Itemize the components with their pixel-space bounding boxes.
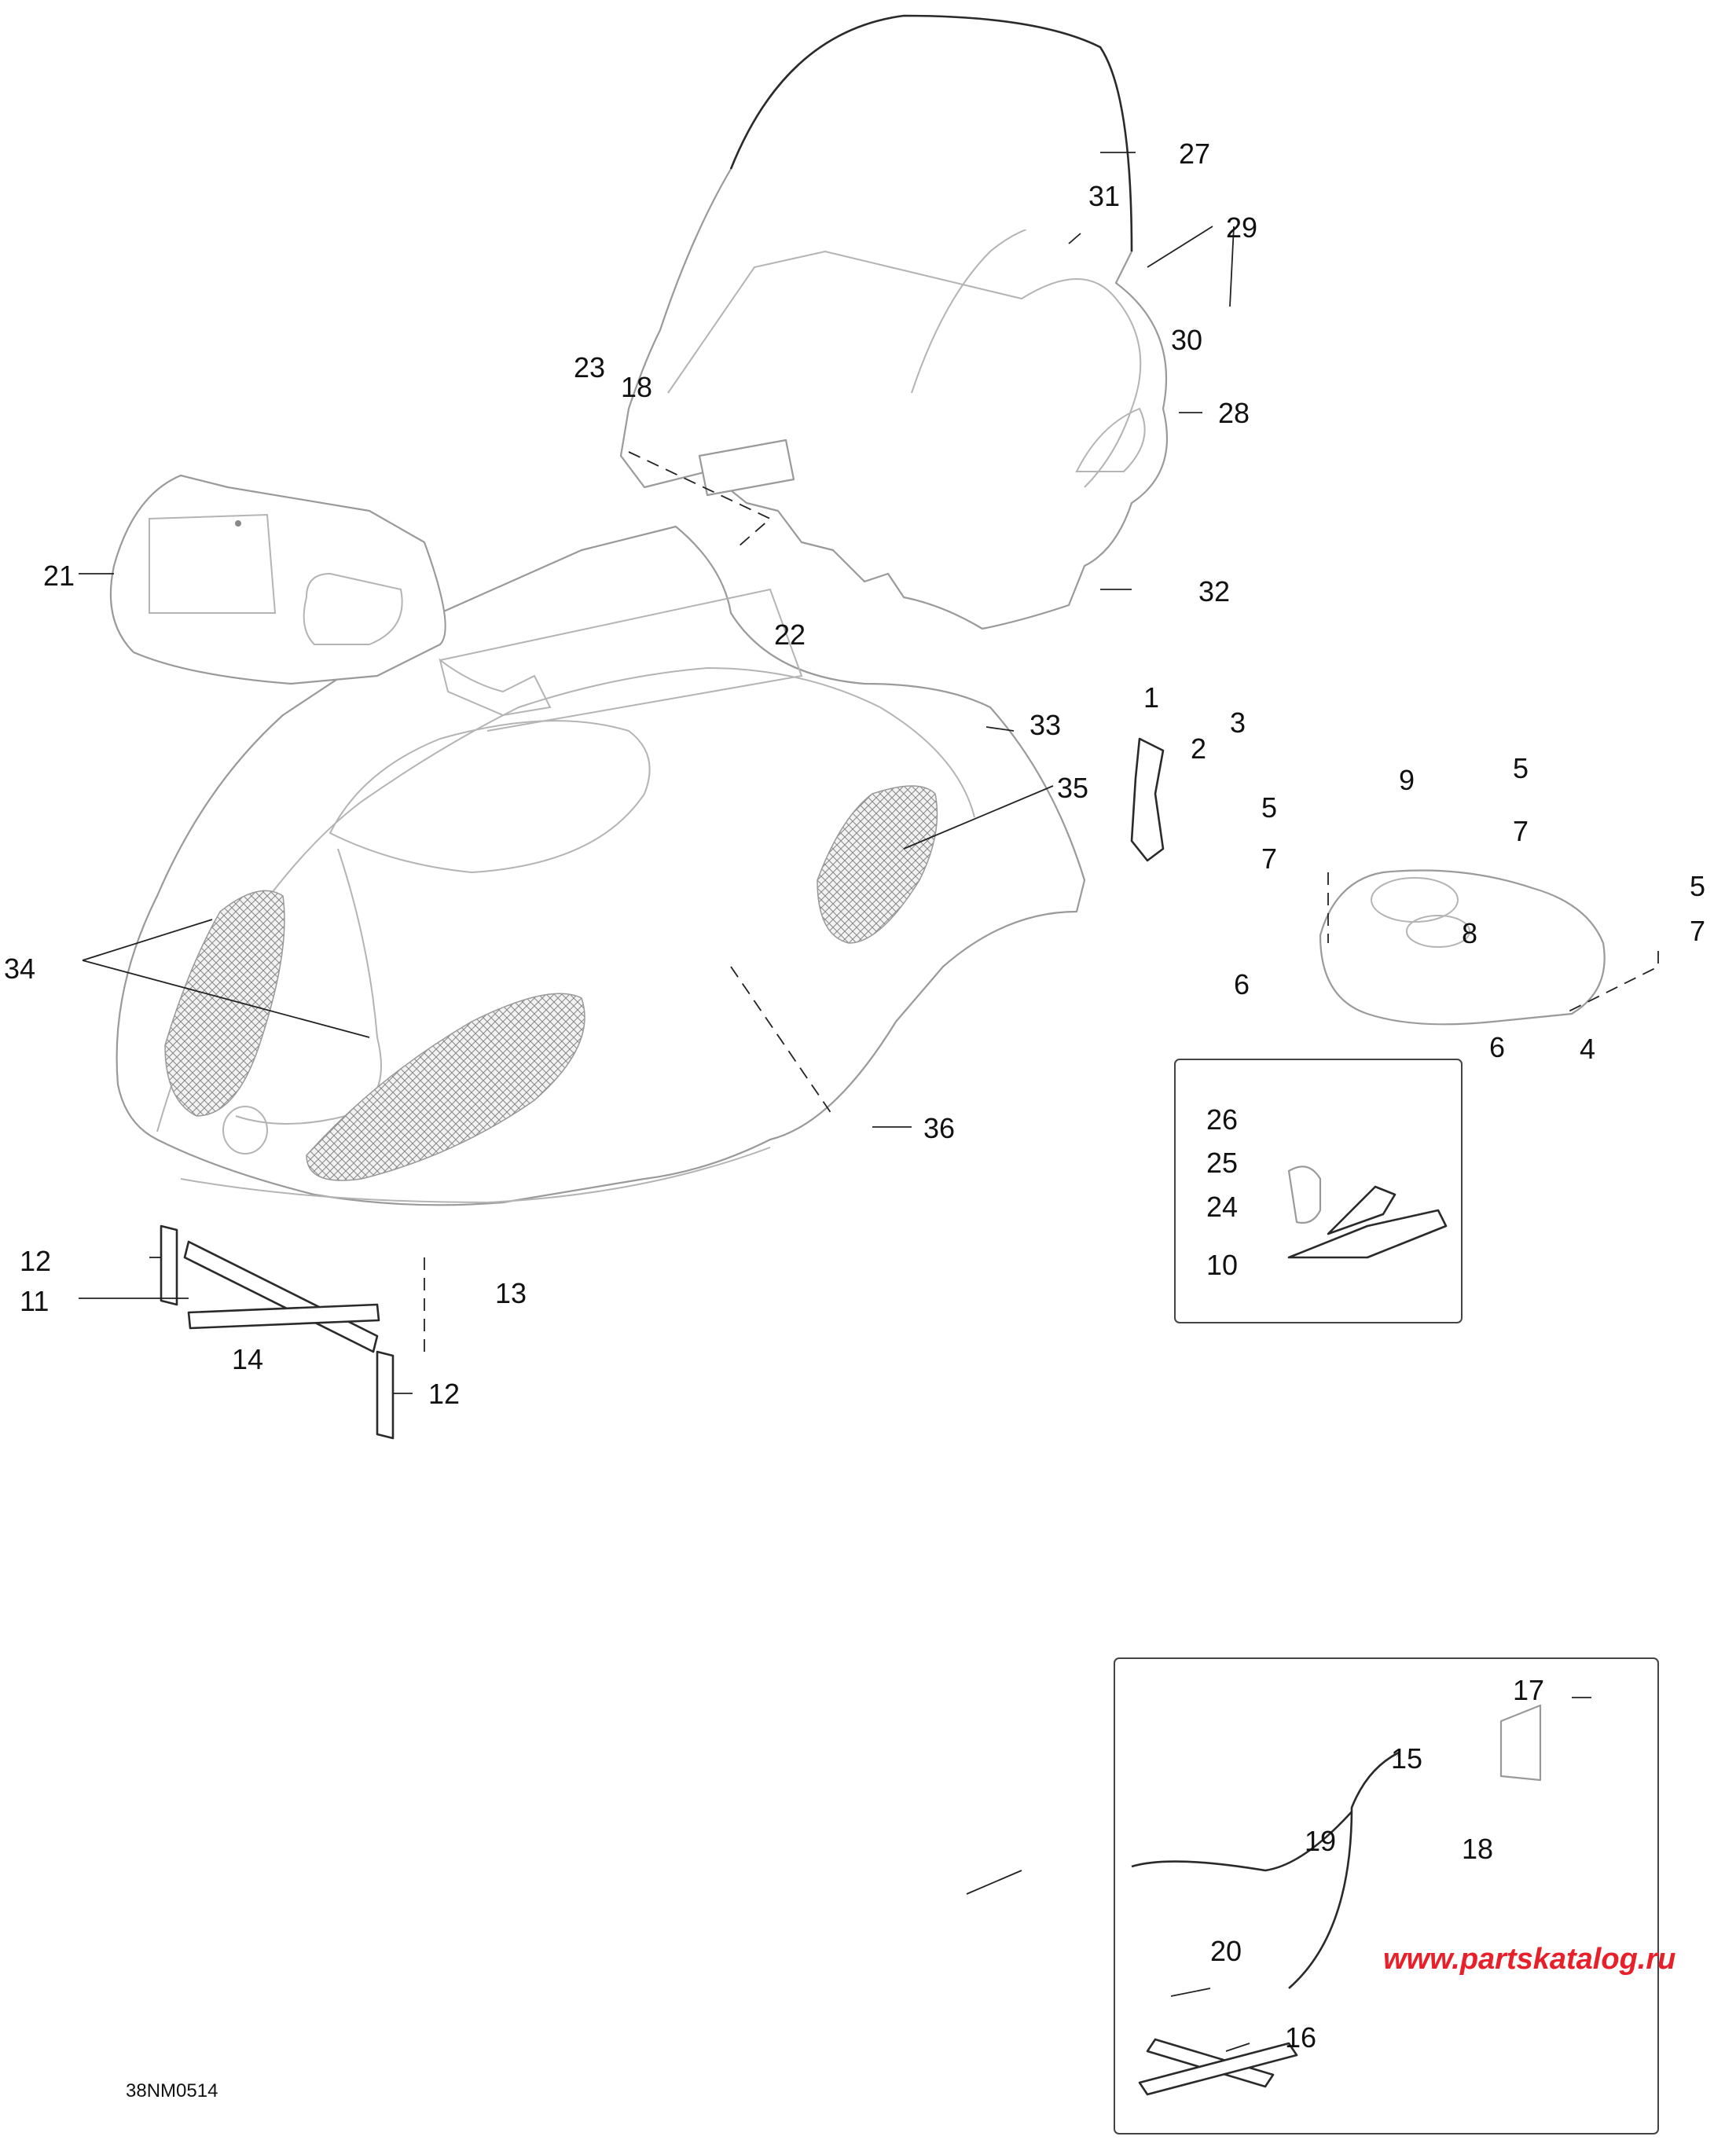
callout-6-b: 6	[1489, 1031, 1505, 1063]
callout-12-a: 12	[20, 1245, 51, 1277]
callout-30: 30	[1171, 324, 1202, 356]
callout-leaders	[79, 152, 1591, 2052]
callout-12-b: 12	[428, 1378, 460, 1410]
callout-2: 2	[1191, 732, 1206, 765]
callout-5-c: 5	[1690, 870, 1705, 902]
strap-assembly	[1131, 1704, 1542, 2096]
callout-1: 1	[1143, 681, 1159, 714]
callout-17: 17	[1513, 1674, 1544, 1706]
callout-18-bottom: 18	[1462, 1833, 1493, 1865]
callout-23: 23	[574, 351, 605, 384]
front-bracket	[160, 1224, 395, 1440]
callout-7-c: 7	[1690, 915, 1705, 947]
callout-16: 16	[1285, 2021, 1316, 2054]
callout-32: 32	[1198, 575, 1230, 607]
detail-box-tether	[1174, 1059, 1463, 1323]
callout-13: 13	[495, 1277, 527, 1309]
callout-7-b: 7	[1261, 842, 1277, 875]
callout-28: 28	[1218, 397, 1250, 429]
detail-box-strap	[1114, 1657, 1659, 2134]
callout-18-top: 18	[621, 371, 652, 403]
callout-22: 22	[774, 619, 806, 651]
watermark: www.partskatalog.ru	[1383, 1943, 1675, 1976]
callout-9: 9	[1399, 764, 1415, 796]
callout-35: 35	[1057, 772, 1088, 804]
bracket-1	[1130, 737, 1165, 862]
callout-33: 33	[1029, 709, 1061, 741]
callout-labels: 27 31 29 30 28 23 18 32 22 21 33 35 34 3…	[4, 138, 1705, 2054]
callout-14: 14	[232, 1343, 263, 1375]
callout-10: 10	[1206, 1249, 1238, 1281]
callout-5-a: 5	[1513, 752, 1529, 784]
callout-24: 24	[1206, 1191, 1238, 1223]
callout-4: 4	[1580, 1033, 1595, 1065]
callout-11: 11	[20, 1285, 49, 1317]
callout-21: 21	[43, 560, 75, 592]
callout-5-b: 5	[1261, 791, 1277, 824]
callout-27: 27	[1179, 138, 1210, 170]
diagram-code: 38NM0514	[126, 2080, 218, 2101]
callout-26: 26	[1206, 1103, 1238, 1136]
callout-19: 19	[1305, 1825, 1336, 1857]
hood	[116, 525, 1086, 1206]
callout-34: 34	[4, 953, 35, 985]
dash-panel	[109, 474, 446, 685]
callout-6-a: 6	[1234, 968, 1250, 1000]
callout-3: 3	[1230, 707, 1246, 739]
callout-36: 36	[923, 1112, 955, 1144]
assembly-lines	[424, 451, 1659, 1360]
callout-31: 31	[1088, 180, 1120, 212]
tank-cover	[1319, 869, 1606, 1026]
callout-20: 20	[1210, 1935, 1242, 1967]
callout-8: 8	[1462, 917, 1477, 949]
callout-15: 15	[1391, 1742, 1422, 1775]
tether-assembly	[1287, 1165, 1448, 1259]
callout-7-a: 7	[1513, 815, 1529, 847]
windshield-top-edge	[729, 14, 1133, 252]
callout-29: 29	[1226, 211, 1257, 244]
callout-25: 25	[1206, 1147, 1238, 1179]
